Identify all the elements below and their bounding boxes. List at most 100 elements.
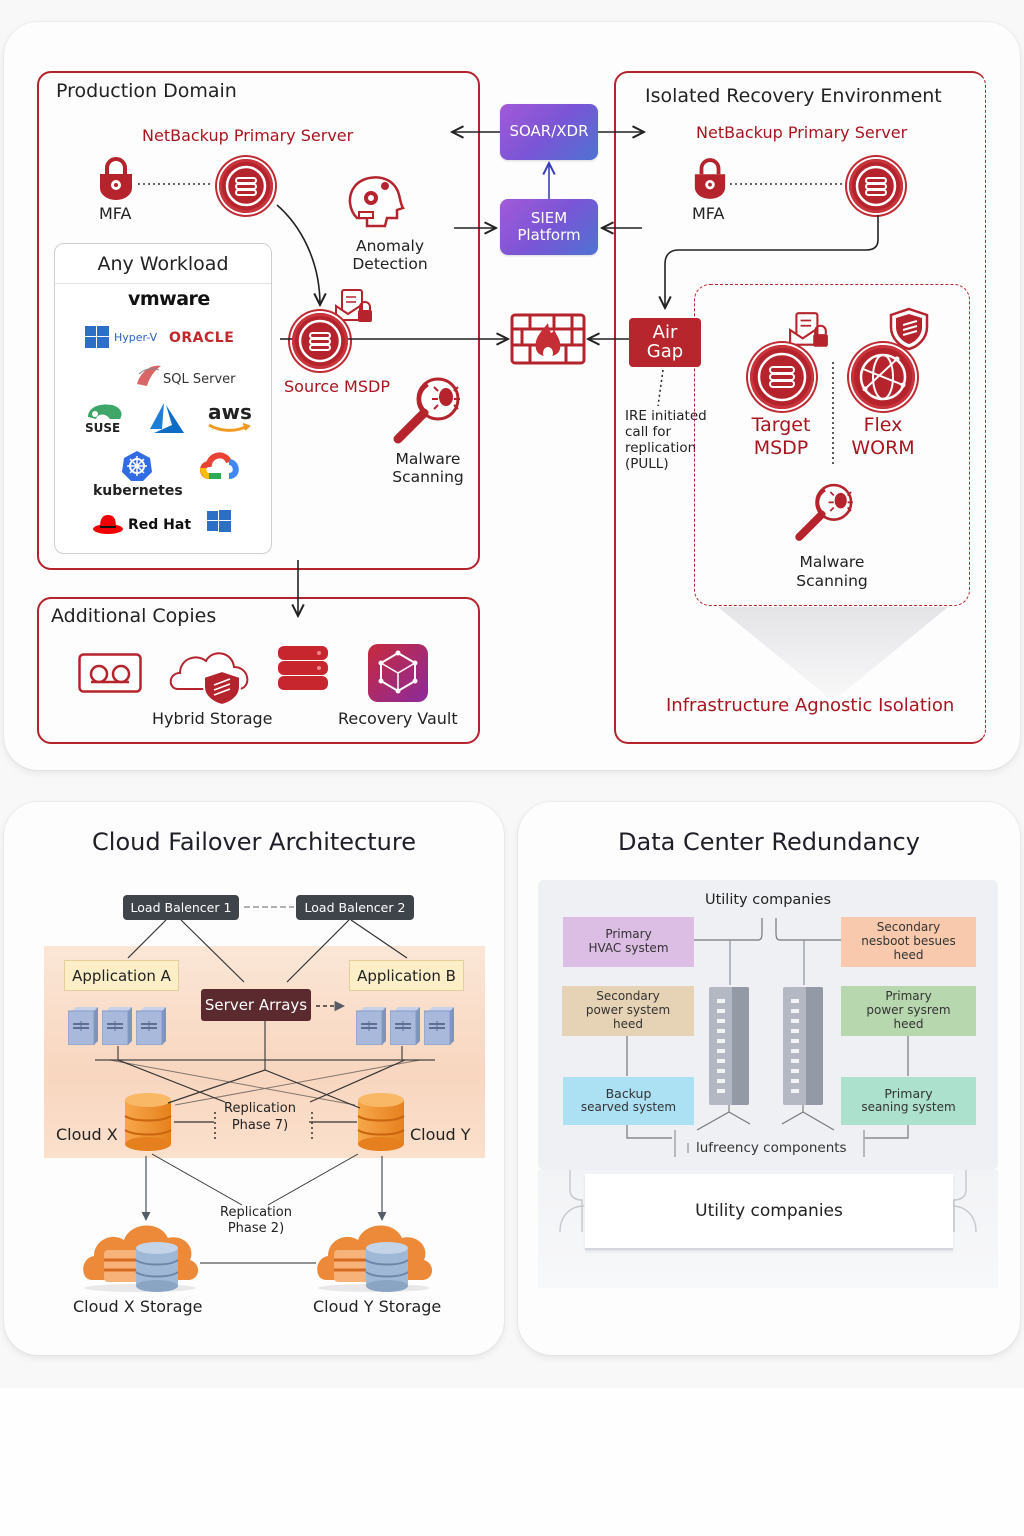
dc-box-line: heed (893, 947, 924, 962)
cloud-x-storage-icon[interactable] (80, 1218, 202, 1292)
target-msdp-envelope-lock-icon (789, 312, 828, 347)
flex-worm-line2: WORM (851, 437, 915, 459)
cloud-x-database-icon (124, 1093, 172, 1151)
server-tower-icon (102, 1007, 132, 1045)
dc-box-line: heed (613, 1016, 643, 1031)
rack-slot (791, 1019, 799, 1023)
dc-box-line: searved system (580, 1100, 677, 1115)
sql-server-logo: SQL Server (163, 372, 236, 387)
server-tower-icon (424, 1007, 454, 1045)
load-balancer-1[interactable]: Load Balencer 1 (123, 895, 239, 920)
any-workload-panel: Any Workload (54, 243, 272, 554)
bottom-band (0, 1388, 1024, 1536)
rack-slot (791, 999, 799, 1003)
rack-slot (791, 1079, 799, 1083)
utility-companies-bottom-card: Utility companies (585, 1174, 953, 1250)
dc-box-line: Secondary (876, 920, 941, 935)
redhat-logo: Red Hat (128, 517, 192, 533)
dc-box-line: Primary (885, 989, 932, 1004)
pull-note-line4: (PULL) (625, 456, 669, 472)
kubernetes-logo: kubernetes (93, 483, 183, 499)
utility-base-platform (559, 1170, 977, 1233)
dc-box-line: Backup (605, 1085, 652, 1101)
firewall-icon (510, 313, 586, 365)
rack-slot (791, 1069, 799, 1073)
rack-slot (791, 1029, 799, 1033)
flex-worm-shield-icon (889, 307, 929, 351)
dc-box-line: nesboot besues (861, 934, 956, 949)
application-b-box[interactable]: Application B (349, 960, 464, 991)
soar-xdr-button[interactable]: SOAR/XDR (500, 104, 598, 160)
cloud-failover-title: Cloud Failover Architecture (92, 828, 416, 856)
target-msdp-icon[interactable] (750, 345, 814, 409)
target-msdp-line1: Target (751, 414, 811, 436)
ire-title: Isolated Recovery Environment (645, 85, 942, 107)
windows-icon (207, 510, 231, 532)
server-tower-icon (68, 1007, 98, 1045)
prod-malware-scan-icon (393, 377, 460, 444)
application-a-box[interactable]: Application A (64, 960, 179, 991)
rack-slot (717, 1059, 725, 1063)
kubernetes-icon (122, 451, 152, 481)
dc-box-line: seaning system (861, 1100, 956, 1115)
database-stack-icon (278, 646, 328, 690)
rack-slot (717, 1019, 725, 1023)
source-msdp-label: Source MSDP (284, 377, 390, 396)
dc-box-line: Secondary (596, 989, 660, 1004)
hyperv-windows-icon (85, 326, 109, 348)
server-arrays-box[interactable]: Server Arrays (201, 989, 311, 1021)
rack-slot (717, 1049, 725, 1053)
ire-netbackup-server-icon[interactable] (849, 159, 903, 213)
production-domain-title: Production Domain (56, 80, 237, 102)
rack-slot (717, 1009, 725, 1013)
rack-slot (791, 1059, 799, 1063)
suse-chameleon-icon (88, 404, 122, 419)
siem-platform-button[interactable]: SIEM Platform (500, 199, 598, 255)
air-gap-line1: Air (652, 321, 678, 343)
replication-phase-b-line2: Phase 2) (227, 1221, 285, 1236)
additional-copies-box (37, 597, 480, 744)
cloud-y-storage-icon[interactable] (314, 1218, 436, 1292)
load-balancer-2[interactable]: Load Balencer 2 (296, 895, 414, 920)
server-rack-left (709, 987, 749, 1105)
production-domain-box (37, 71, 480, 570)
air-gap-block[interactable]: Air Gap (629, 318, 701, 367)
dc-box-line: HVAC system (588, 941, 669, 955)
source-msdp-icon[interactable] (292, 313, 348, 369)
prod-primary-server-label: NetBackup Primary Server (142, 126, 354, 145)
server-tower-icon (390, 1007, 420, 1045)
siem-label-line1: SIEM (530, 208, 568, 227)
google-cloud-icon (200, 452, 239, 479)
sql-server-icon (137, 365, 161, 386)
anomaly-label-line1: Anomaly (356, 237, 424, 255)
rack-slot (717, 1079, 725, 1083)
oracle-logo: ORACLE (169, 330, 235, 346)
prod-malware-label-line2: Scanning (392, 468, 464, 486)
rack-slot (791, 1049, 799, 1053)
dc-box-line: Primary (605, 927, 652, 942)
isolated-recovery-box (614, 71, 986, 744)
recovery-vault-icon[interactable] (367, 643, 429, 703)
dc-box-line: Primary (884, 1085, 933, 1101)
flex-worm-globe-icon[interactable] (851, 345, 915, 409)
cloud-y-database-icon (357, 1093, 405, 1151)
target-msdp-line2: MSDP (753, 437, 809, 459)
pull-note-line1: IRE initiated (625, 408, 707, 424)
hyperv-logo: Hyper-V (114, 331, 158, 344)
recovery-vault-label: Recovery Vault (338, 709, 458, 728)
rack-slot (717, 1039, 725, 1043)
ire-mfa-label: MFA (692, 204, 725, 223)
additional-copies-title: Additional Copies (51, 605, 217, 627)
ire-malware-label-line2: Scanning (796, 572, 868, 590)
hybrid-storage-label: Hybrid Storage (152, 709, 273, 728)
prod-netbackup-server-icon[interactable] (219, 159, 273, 213)
ire-malware-scan-icon (795, 483, 853, 541)
rack-slot (717, 1089, 725, 1093)
tape-icon (78, 653, 142, 693)
